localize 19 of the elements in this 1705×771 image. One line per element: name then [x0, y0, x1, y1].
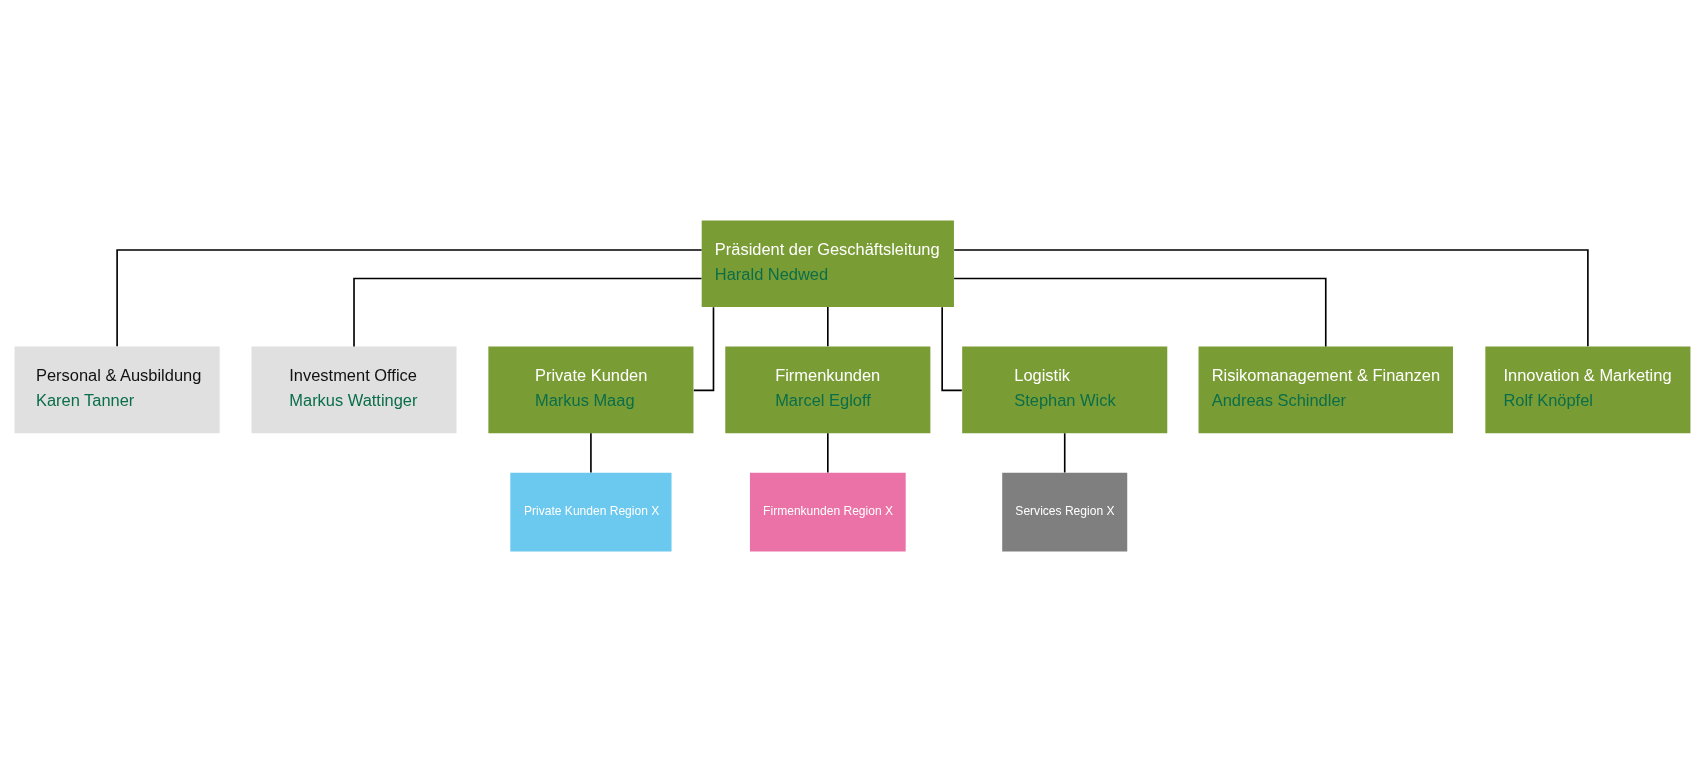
node-box: Private Kunden Region X	[510, 472, 672, 552]
connector	[1063, 431, 1066, 473]
connector	[590, 431, 592, 473]
node-box: Personal & Ausbildung Karen Tanner	[14, 346, 220, 433]
connector	[827, 431, 829, 473]
node-box: Innovation & Marketing Rolf Knöpfel	[1485, 346, 1691, 433]
node-box: Logistik Stephan Wick	[962, 346, 1168, 433]
node-box: Firmenkunden Region X	[749, 472, 906, 552]
connector	[827, 305, 829, 347]
connector	[353, 277, 703, 347]
node-box: Firmenkunden Marcel Egloff	[725, 346, 931, 433]
connector	[953, 277, 1327, 347]
node-box: Präsident der Geschäftsleitung Harald Nedwed	[701, 219, 954, 307]
node-box: Services Region X	[1002, 472, 1128, 552]
connector	[953, 248, 1589, 347]
connector	[116, 248, 703, 347]
node-box: Private Kunden Markus Maag	[488, 346, 694, 433]
node-box: Risikomanagement & Finanzen Andreas Schindler	[1198, 346, 1453, 433]
node-box: Investment Office Markus Wattinger	[251, 346, 457, 433]
